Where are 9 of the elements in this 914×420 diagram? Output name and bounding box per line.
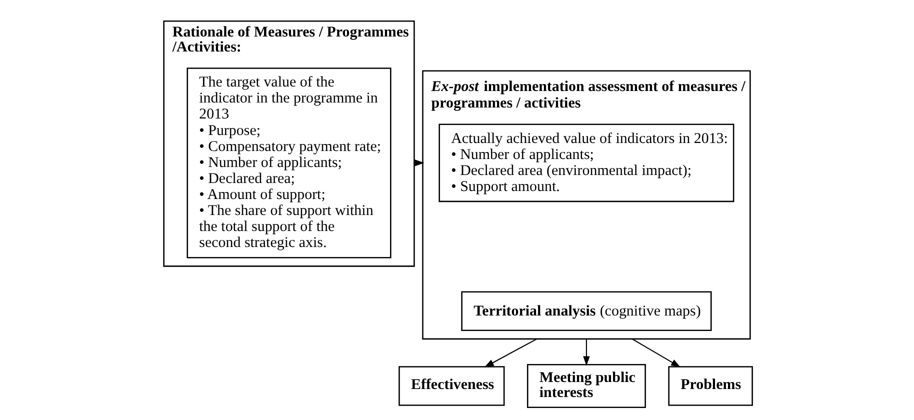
arrow [632, 338, 681, 368]
node-box: Territorial analysis (cognitive maps) [461, 291, 712, 331]
node-box: Actually achieved value of indicators in 2013: • Number of applicants; • Declared area (environmental impact); • Support amount. [438, 124, 734, 202]
arrow [484, 338, 538, 368]
node-box: The target value of the indicator in the programme in 2013 • Purpose; • Compensatory payment rate; • Number of applicants; • Declared area; • Amount of support; • The share of support within the total support of the second strategic axis. [186, 68, 392, 258]
node-box: Problems [668, 366, 753, 406]
node-box: Meeting public interests [526, 364, 646, 408]
node-box: Effectiveness [398, 366, 505, 406]
arrow [583, 338, 590, 366]
